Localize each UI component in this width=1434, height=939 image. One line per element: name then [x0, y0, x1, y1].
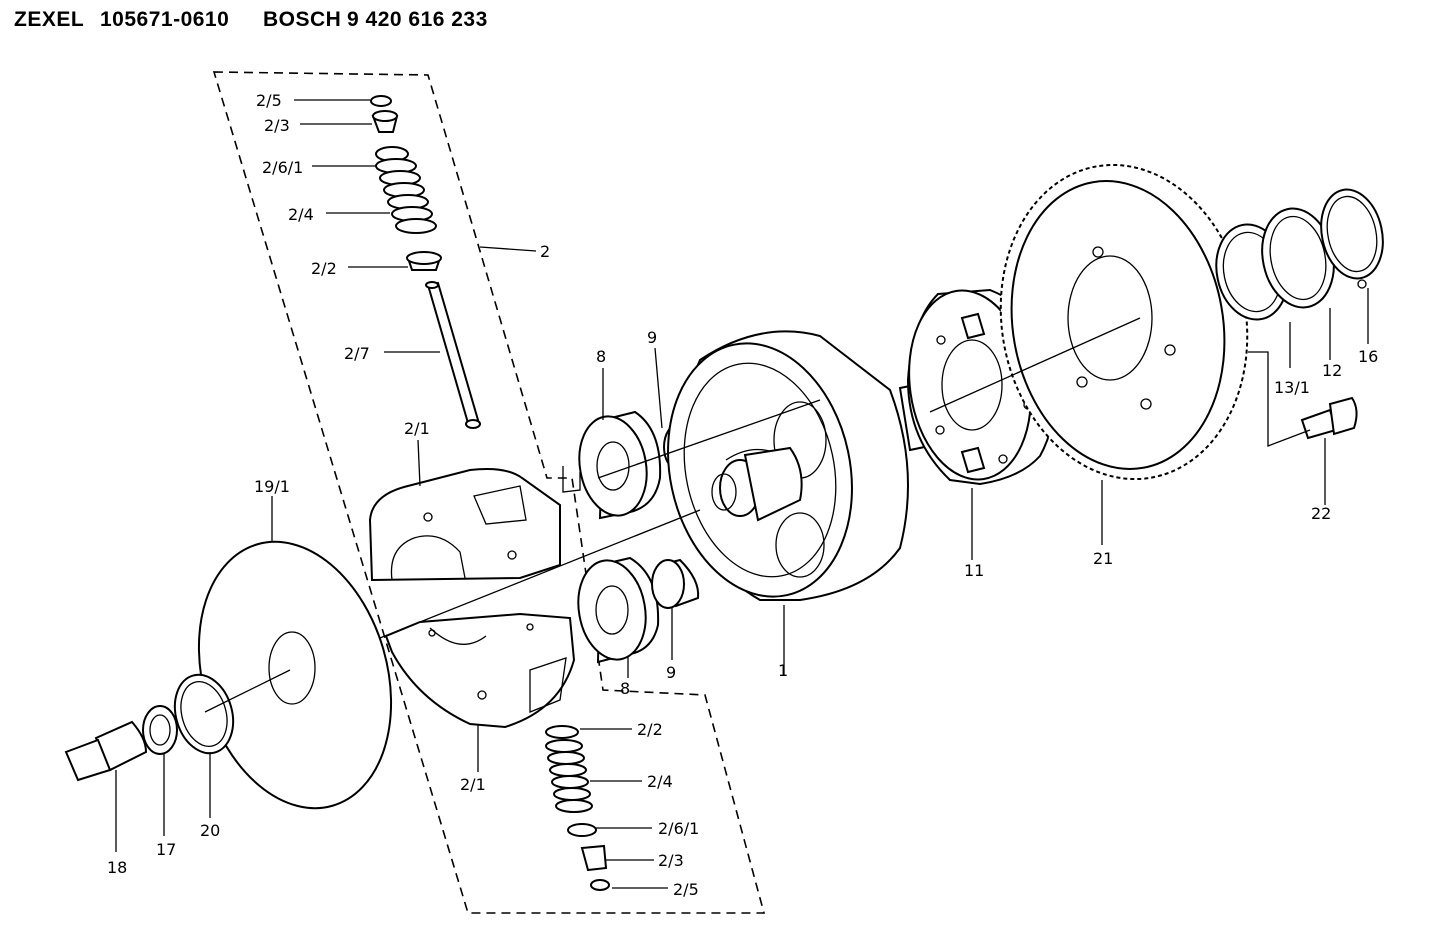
label-2-1-bottom: 2/1: [460, 775, 486, 794]
label-9-top: 9: [647, 328, 657, 347]
label-2-4-top: 2/4: [288, 205, 314, 224]
part-2-7-valve-stem: [426, 281, 480, 425]
part-2-7-stem-tip: [465, 419, 481, 429]
part-2-1-block-lower: [384, 612, 576, 729]
part-2-4-spring-top: [375, 158, 437, 234]
header-brand-bosch: BOSCH: [263, 8, 342, 31]
axis-line-center: [379, 509, 701, 639]
label-2-3-bottom: 2/3: [658, 851, 684, 870]
part-2-5-clip-top: [370, 95, 392, 107]
part-17-washer: [142, 705, 178, 755]
label-2-5-top: 2/5: [256, 91, 282, 110]
label-2: 2: [540, 242, 550, 261]
label-2-2-top: 2/2: [311, 259, 337, 278]
label-2-5-bottom: 2/5: [673, 880, 699, 899]
label-9-bottom: 9: [666, 663, 676, 682]
part-2-1-block-upper: [368, 468, 561, 582]
axis-line-stepped: [562, 466, 581, 493]
part-16-circlip: [1320, 188, 1384, 289]
label-18: 18: [107, 858, 127, 877]
label-8-top: 8: [596, 347, 606, 366]
axis-line-left: [204, 669, 291, 713]
part-8-ring-upper: [578, 410, 662, 520]
part-18-plug: [64, 720, 148, 782]
label-16: 16: [1358, 347, 1378, 366]
part-labels: 2/5 2/3 2/6/1 2/4 2/2 2 2/7 2/1 8 9 19/1…: [107, 91, 1378, 899]
part-2-3-cap-top-rim: [372, 110, 398, 122]
label-2-6-1-bottom: 2/6/1: [658, 819, 699, 838]
part-2-5-clip-bottom: [590, 879, 610, 891]
axis-line-right: [929, 317, 1141, 413]
label-2-7: 2/7: [344, 344, 370, 363]
part-2-2-seat-top-rim: [406, 251, 442, 265]
part-1-housing: [667, 330, 909, 601]
part-9-pin-lower: [651, 558, 700, 609]
label-21: 21: [1093, 549, 1113, 568]
part-2-7-stem-end: [425, 281, 439, 289]
label-2-1-top: 2/1: [404, 419, 430, 438]
header-brand-zexel: ZEXEL: [14, 8, 85, 31]
label-19-1: 19/1: [254, 477, 290, 496]
lower-valve-stack: [545, 725, 610, 891]
part-2-6-1-shim-bottom: [567, 823, 597, 837]
part-12-ring: [1261, 207, 1335, 309]
label-2-3-top: 2/3: [264, 116, 290, 135]
part-22-bolt: [1300, 396, 1358, 440]
label-2-4-bottom: 2/4: [647, 772, 673, 791]
header-part-number-zexel: 105671-0610: [100, 8, 230, 31]
label-20: 20: [200, 821, 220, 840]
axis-line-bolt: [1248, 351, 1311, 447]
part-2-3-cap-bottom: [580, 844, 608, 872]
label-17: 17: [156, 840, 176, 859]
part-2-4-spring-bottom: [545, 739, 593, 813]
label-11: 11: [964, 561, 984, 580]
label-12: 12: [1322, 361, 1342, 380]
part-21-gear: [999, 163, 1249, 481]
drawing-header: ZEXEL 105671-0610 BOSCH 9 420 616 233: [14, 8, 488, 38]
label-22: 22: [1311, 504, 1331, 523]
part-2-2-seat-bottom: [545, 725, 579, 739]
leader-lines: [115, 99, 1369, 889]
part-20-circlip: [173, 673, 235, 755]
label-13-1: 13/1: [1274, 378, 1310, 397]
upper-valve-stack: [370, 95, 481, 429]
assembly-2-dashed-outline: [212, 71, 766, 914]
label-2-6-1-top: 2/6/1: [262, 158, 303, 177]
axis-line-upper: [597, 399, 821, 479]
part-8-ring-lower: [577, 556, 660, 664]
label-2-2-bottom: 2/2: [637, 720, 663, 739]
header-part-number-bosch: 9 420 616 233: [347, 8, 488, 31]
label-1: 1: [778, 661, 788, 680]
label-8-bottom: 8: [620, 679, 630, 698]
